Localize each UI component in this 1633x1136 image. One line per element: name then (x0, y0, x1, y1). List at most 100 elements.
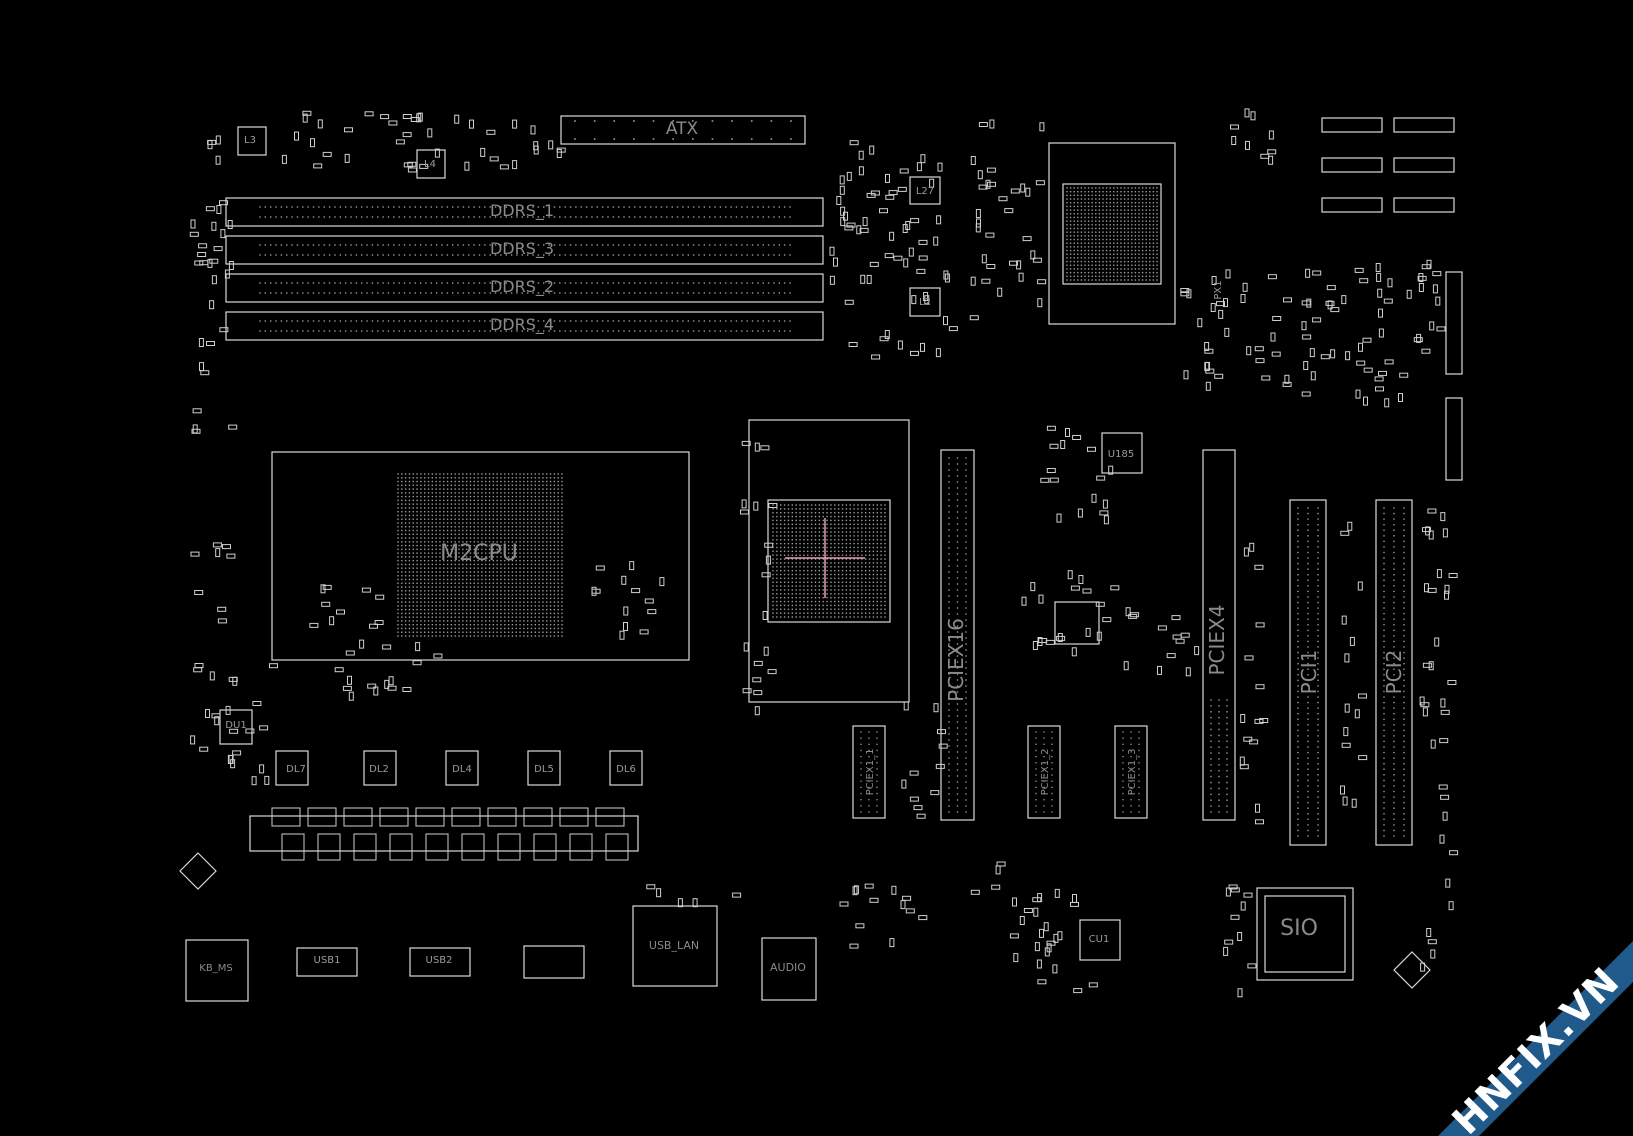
passive-pad (1343, 727, 1349, 737)
passive-pad (375, 594, 385, 600)
passive-pad (1429, 321, 1435, 331)
passive-pad (1254, 564, 1264, 570)
passive-pad (858, 150, 864, 160)
passive-pad (918, 915, 928, 921)
passive-pad (1102, 499, 1108, 509)
passive-pad (320, 584, 326, 594)
passive-pad (1347, 521, 1353, 531)
mosfet-pad (605, 833, 629, 861)
mosfet-pad (451, 807, 481, 827)
passive-pad (1197, 318, 1203, 328)
passive-pad (866, 192, 876, 198)
passive-pad (197, 252, 207, 257)
ic-outline (1054, 601, 1100, 645)
cu1-outline (1079, 919, 1121, 961)
passive-pad (767, 669, 777, 675)
sio-label: SIO (1280, 916, 1318, 941)
dimm-slot-outline (225, 311, 824, 341)
passive-pad (1216, 301, 1225, 307)
vrm-choke-outline (527, 750, 561, 786)
passive-pad (1224, 939, 1234, 945)
passive-pad (976, 218, 981, 228)
passive-pad (281, 154, 287, 164)
passive-pad (909, 770, 919, 776)
mounting-hole-outline (179, 852, 217, 890)
passive-pad (228, 676, 238, 682)
passive-pad (1205, 361, 1210, 371)
passive-pad (199, 746, 209, 752)
passive-pad (1358, 342, 1363, 352)
passive-pad (217, 606, 227, 612)
passive-pad (935, 763, 945, 769)
passive-pad (1037, 637, 1043, 646)
passive-pad (846, 171, 852, 181)
passive-pad (989, 119, 995, 129)
kb-ms-connector-outline (185, 939, 249, 1002)
passive-pad (929, 178, 935, 188)
passive-pad (1010, 188, 1020, 194)
passive-pad (1108, 465, 1114, 475)
passive-pad (336, 609, 345, 615)
passive-pad (619, 630, 625, 640)
mosfet-pad (559, 807, 589, 827)
passive-pad (1436, 326, 1446, 332)
passive-pad (935, 348, 941, 358)
passive-pad (623, 606, 629, 616)
pci1-slot-pins (1297, 507, 1319, 837)
passive-pad (1039, 928, 1044, 938)
passive-pad (1312, 317, 1322, 323)
passive-pad (937, 729, 946, 735)
passive-pad (889, 231, 895, 241)
du1-outline (219, 709, 253, 745)
passive-pad (228, 261, 234, 270)
passive-pad (1237, 988, 1243, 998)
passive-pad (1095, 601, 1105, 607)
passive-pad (740, 509, 749, 515)
passive-pad (1440, 709, 1450, 715)
passive-pad (1102, 617, 1112, 623)
pciex1-2-label: PCIEX1_2 (1040, 749, 1051, 796)
passive-pad (1016, 260, 1022, 270)
passive-pad (1180, 291, 1190, 297)
pciex1-2-slot-pins (1035, 731, 1053, 813)
passive-pad (897, 186, 907, 192)
passive-pad (1417, 275, 1427, 281)
pci2-slot-pins (1383, 507, 1405, 837)
pci2-label: PCI2 (1382, 650, 1406, 695)
header-outline (1321, 157, 1383, 173)
ddr-4-label: DDRS_4 (490, 315, 554, 335)
passive-pad (997, 287, 1003, 297)
passive-pad (512, 160, 518, 170)
passive-pad (1447, 680, 1457, 685)
vrm-choke-outline (363, 750, 397, 786)
passive-pad (190, 735, 196, 745)
passive-pad (321, 601, 331, 607)
passive-pad (753, 501, 759, 511)
passive-pad (760, 445, 770, 451)
passive-pad (1254, 346, 1264, 352)
passive-pad (1438, 784, 1448, 790)
passive-pad (888, 190, 898, 196)
mosfet-pad (569, 833, 593, 861)
ddr-2-label: DDRS_2 (490, 277, 554, 297)
passive-pad (1018, 272, 1024, 282)
passive-pad (849, 140, 859, 146)
passive-pad (198, 243, 208, 249)
dl6-label: DL6 (616, 764, 636, 775)
passive-pad (402, 132, 412, 138)
passive-pad (220, 229, 226, 239)
passive-pad (190, 219, 196, 229)
passive-pad (763, 646, 769, 656)
passive-pad (752, 677, 762, 683)
vrm-choke-outline (609, 750, 643, 786)
passive-pad (936, 215, 942, 225)
dimm-slot-pins (259, 206, 791, 218)
passive-pad (1378, 308, 1383, 318)
passive-pad (1358, 693, 1367, 699)
passive-pad (897, 340, 903, 350)
passive-pad (1268, 130, 1274, 140)
atx-connector-pins (574, 120, 792, 140)
passive-pad (1312, 270, 1322, 276)
passive-pad (1326, 285, 1336, 291)
passive-pad (1046, 943, 1052, 953)
